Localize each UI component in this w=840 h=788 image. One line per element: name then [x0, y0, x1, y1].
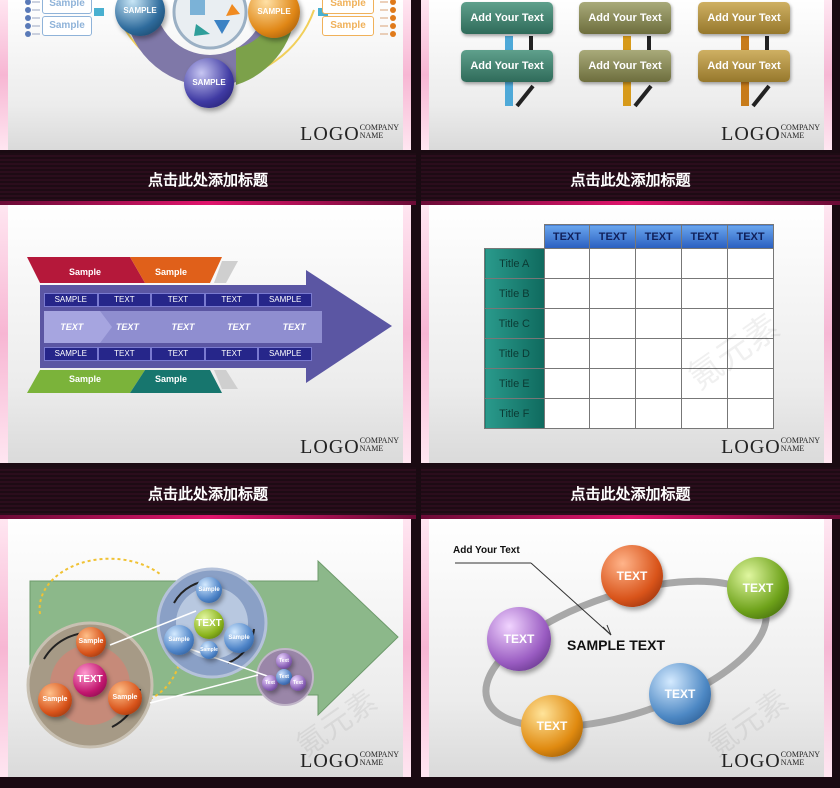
slide-title-bar: 点击此处添加标题 [0, 467, 416, 519]
cluster-center-ball: TEXT [73, 663, 107, 697]
table-header: TEXT [681, 224, 729, 249]
sample-box: Sample [42, 0, 92, 14]
tab-top: Sample [154, 267, 187, 277]
table-header: TEXT [727, 224, 774, 249]
slide-title: 点击此处添加标题 [570, 485, 691, 503]
slide-flow[interactable]: Add Your Text Add Your Text Add Your Tex… [421, 0, 832, 150]
slide-title-bar: 点击此处添加标题 [0, 153, 416, 205]
orbit-center-label: SAMPLE TEXT [567, 637, 666, 653]
pink-edge [824, 0, 832, 150]
table-row: Title F [484, 398, 774, 429]
pink-edge [421, 205, 429, 463]
cluster-small-ball: Sample [108, 681, 142, 715]
cluster-small-ball: Sample [76, 627, 106, 657]
pink-edge [403, 519, 411, 777]
cluster-tiny-ball: Text [276, 669, 292, 685]
slide-title: 点击此处添加标题 [147, 485, 268, 503]
table-header: TEXT [543, 224, 591, 249]
cluster-mid-ball: Sample [224, 623, 254, 653]
arrow-row-bottom: SAMPLE TEXT TEXT TEXT SAMPLE [44, 347, 312, 361]
orbit-ball: TEXT [649, 663, 711, 725]
orbit-ball: TEXT [601, 545, 663, 607]
cluster-mid-ball: Sample [196, 577, 222, 603]
cluster-tiny-ball: Text [290, 675, 306, 691]
pink-edge [403, 0, 411, 150]
cluster-mid-ball: Sample [200, 641, 218, 659]
sample-box: Sample [42, 16, 92, 36]
pink-edge [421, 0, 429, 150]
pink-edge [0, 519, 8, 777]
cluster-mid-ball: Sample [164, 625, 194, 655]
flow-box: Add Your Text [579, 2, 671, 34]
pink-edge [824, 519, 832, 777]
flow-box: Add Your Text [579, 50, 671, 82]
pink-edge [403, 205, 411, 463]
table-row: Title A [484, 248, 774, 279]
arrow-row-top: SAMPLE TEXT TEXT TEXT SAMPLE [44, 293, 312, 307]
slide-table[interactable]: TEXT TEXT TEXT TEXT TEXT Title A Title B… [421, 205, 832, 463]
flow-box: Add Your Text [698, 50, 790, 82]
flow-box: Add Your Text [461, 50, 553, 82]
slide-title-bar: 点击此处添加标题 [421, 467, 840, 519]
orbit-ball: TEXT [521, 695, 583, 757]
pink-edge [0, 205, 8, 463]
flow-box: Add Your Text [698, 2, 790, 34]
tab-top: Sample [68, 267, 101, 277]
cluster-tiny-ball: Text [276, 653, 292, 669]
table-row: Title E [484, 368, 774, 399]
pink-edge [0, 0, 8, 150]
sample-box: Sample [322, 0, 374, 14]
sample-box: Sample [322, 16, 374, 36]
slide-clusters[interactable]: TEXT Sample Sample Sample TEXT Sample Sa… [0, 519, 411, 777]
slide-title: 点击此处添加标题 [570, 171, 691, 189]
pink-edge [824, 205, 832, 463]
sample-ball: SAMPLE [184, 58, 234, 108]
orbit-ball: TEXT [727, 557, 789, 619]
flow-connectors [505, 36, 771, 108]
orbit-ball: TEXT [487, 607, 551, 671]
callout-label: Add Your Text [453, 545, 520, 556]
table-row: Title D [484, 338, 774, 369]
table-header: TEXT [635, 224, 683, 249]
cluster-small-ball: Sample [38, 683, 72, 717]
slide-title-bar: 点击此处添加标题 [421, 153, 840, 205]
slide-arrow-grid[interactable]: Sample Sample Sample Sample SAMPLE TEXT … [0, 205, 411, 463]
cluster-tiny-ball: Text [262, 675, 278, 691]
pink-edge [421, 519, 429, 777]
table-header: TEXT [589, 224, 637, 249]
tab-bottom: Sample [154, 374, 187, 384]
flow-box: Add Your Text [461, 2, 553, 34]
slide-orbit[interactable]: Add Your Text SAMPLE TEXT TEXT TEXT TEXT… [421, 519, 832, 777]
data-table: TEXT TEXT TEXT TEXT TEXT Title A Title B… [484, 224, 774, 429]
cluster-mid-center: TEXT [194, 609, 224, 639]
slide-cycle[interactable]: Sample Sample Sample Sample SAMPLE SAMPL… [0, 0, 411, 150]
cycle-diagram [25, 0, 396, 86]
table-row: Title B [484, 278, 774, 309]
arrow-row-mid: TEXT TEXT TEXT TEXT TEXT [60, 322, 306, 332]
slide-title: 点击此处添加标题 [147, 171, 268, 189]
tab-bottom: Sample [68, 374, 101, 384]
